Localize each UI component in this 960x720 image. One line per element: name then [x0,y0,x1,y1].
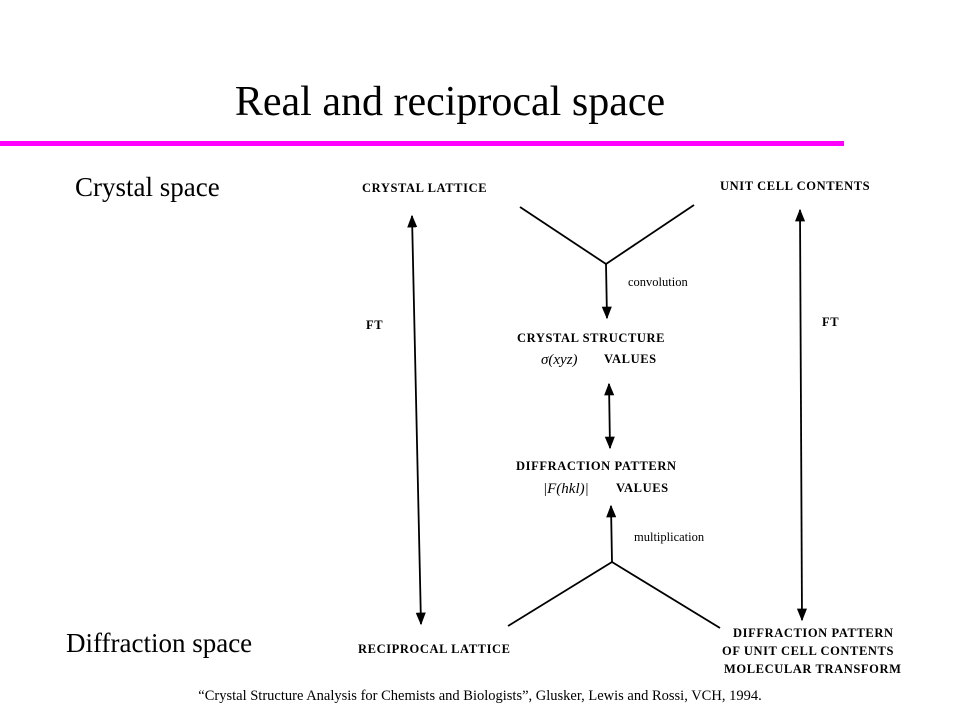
dp-unit-cell-line2: OF UNIT CELL CONTENTS [722,644,894,658]
multiplication-arrow [606,504,617,563]
reciprocal-lattice-label: RECIPROCAL LATTICE [358,642,511,656]
diffraction-pattern-label: DIFFRACTION PATTERN [516,459,677,473]
multiplication-right-branch [611,561,721,629]
multiplication-label: multiplication [634,530,705,544]
middle-double-arrow [604,382,615,450]
sigma-values-label: VALUES [604,352,657,366]
crystal-space-label: Crystal space [75,172,220,202]
right-ft-label: FT [822,315,839,329]
f-hkl-math: |F(hkl)| [543,481,589,497]
title-underline [0,141,844,146]
unit-cell-contents-label: UNIT CELL CONTENTS [720,179,870,193]
convolution-arrow [601,263,612,320]
right-ft-arrow [795,208,807,622]
page-title: Real and reciprocal space [234,79,666,125]
crystal-structure-label: CRYSTAL STRUCTURE [517,331,665,345]
citation-caption: “Crystal Structure Analysis for Chemists… [198,688,762,704]
convolution-right-branch [605,204,695,265]
left-ft-label: FT [366,318,383,332]
sigma-xyz-math: σ(xyz) [541,352,578,368]
convolution-left-branch [519,206,607,265]
molecular-transform-label: MOLECULAR TRANSFORM [724,662,902,676]
crystal-lattice-label: CRYSTAL LATTICE [362,181,487,195]
f-values-label: VALUES [616,481,669,495]
dp-unit-cell-line1: DIFFRACTION PATTERN [733,626,894,640]
convolution-label: convolution [628,275,688,289]
left-ft-arrow [407,214,426,626]
diffraction-space-label: Diffraction space [66,628,253,658]
multiplication-left-branch [507,561,613,627]
